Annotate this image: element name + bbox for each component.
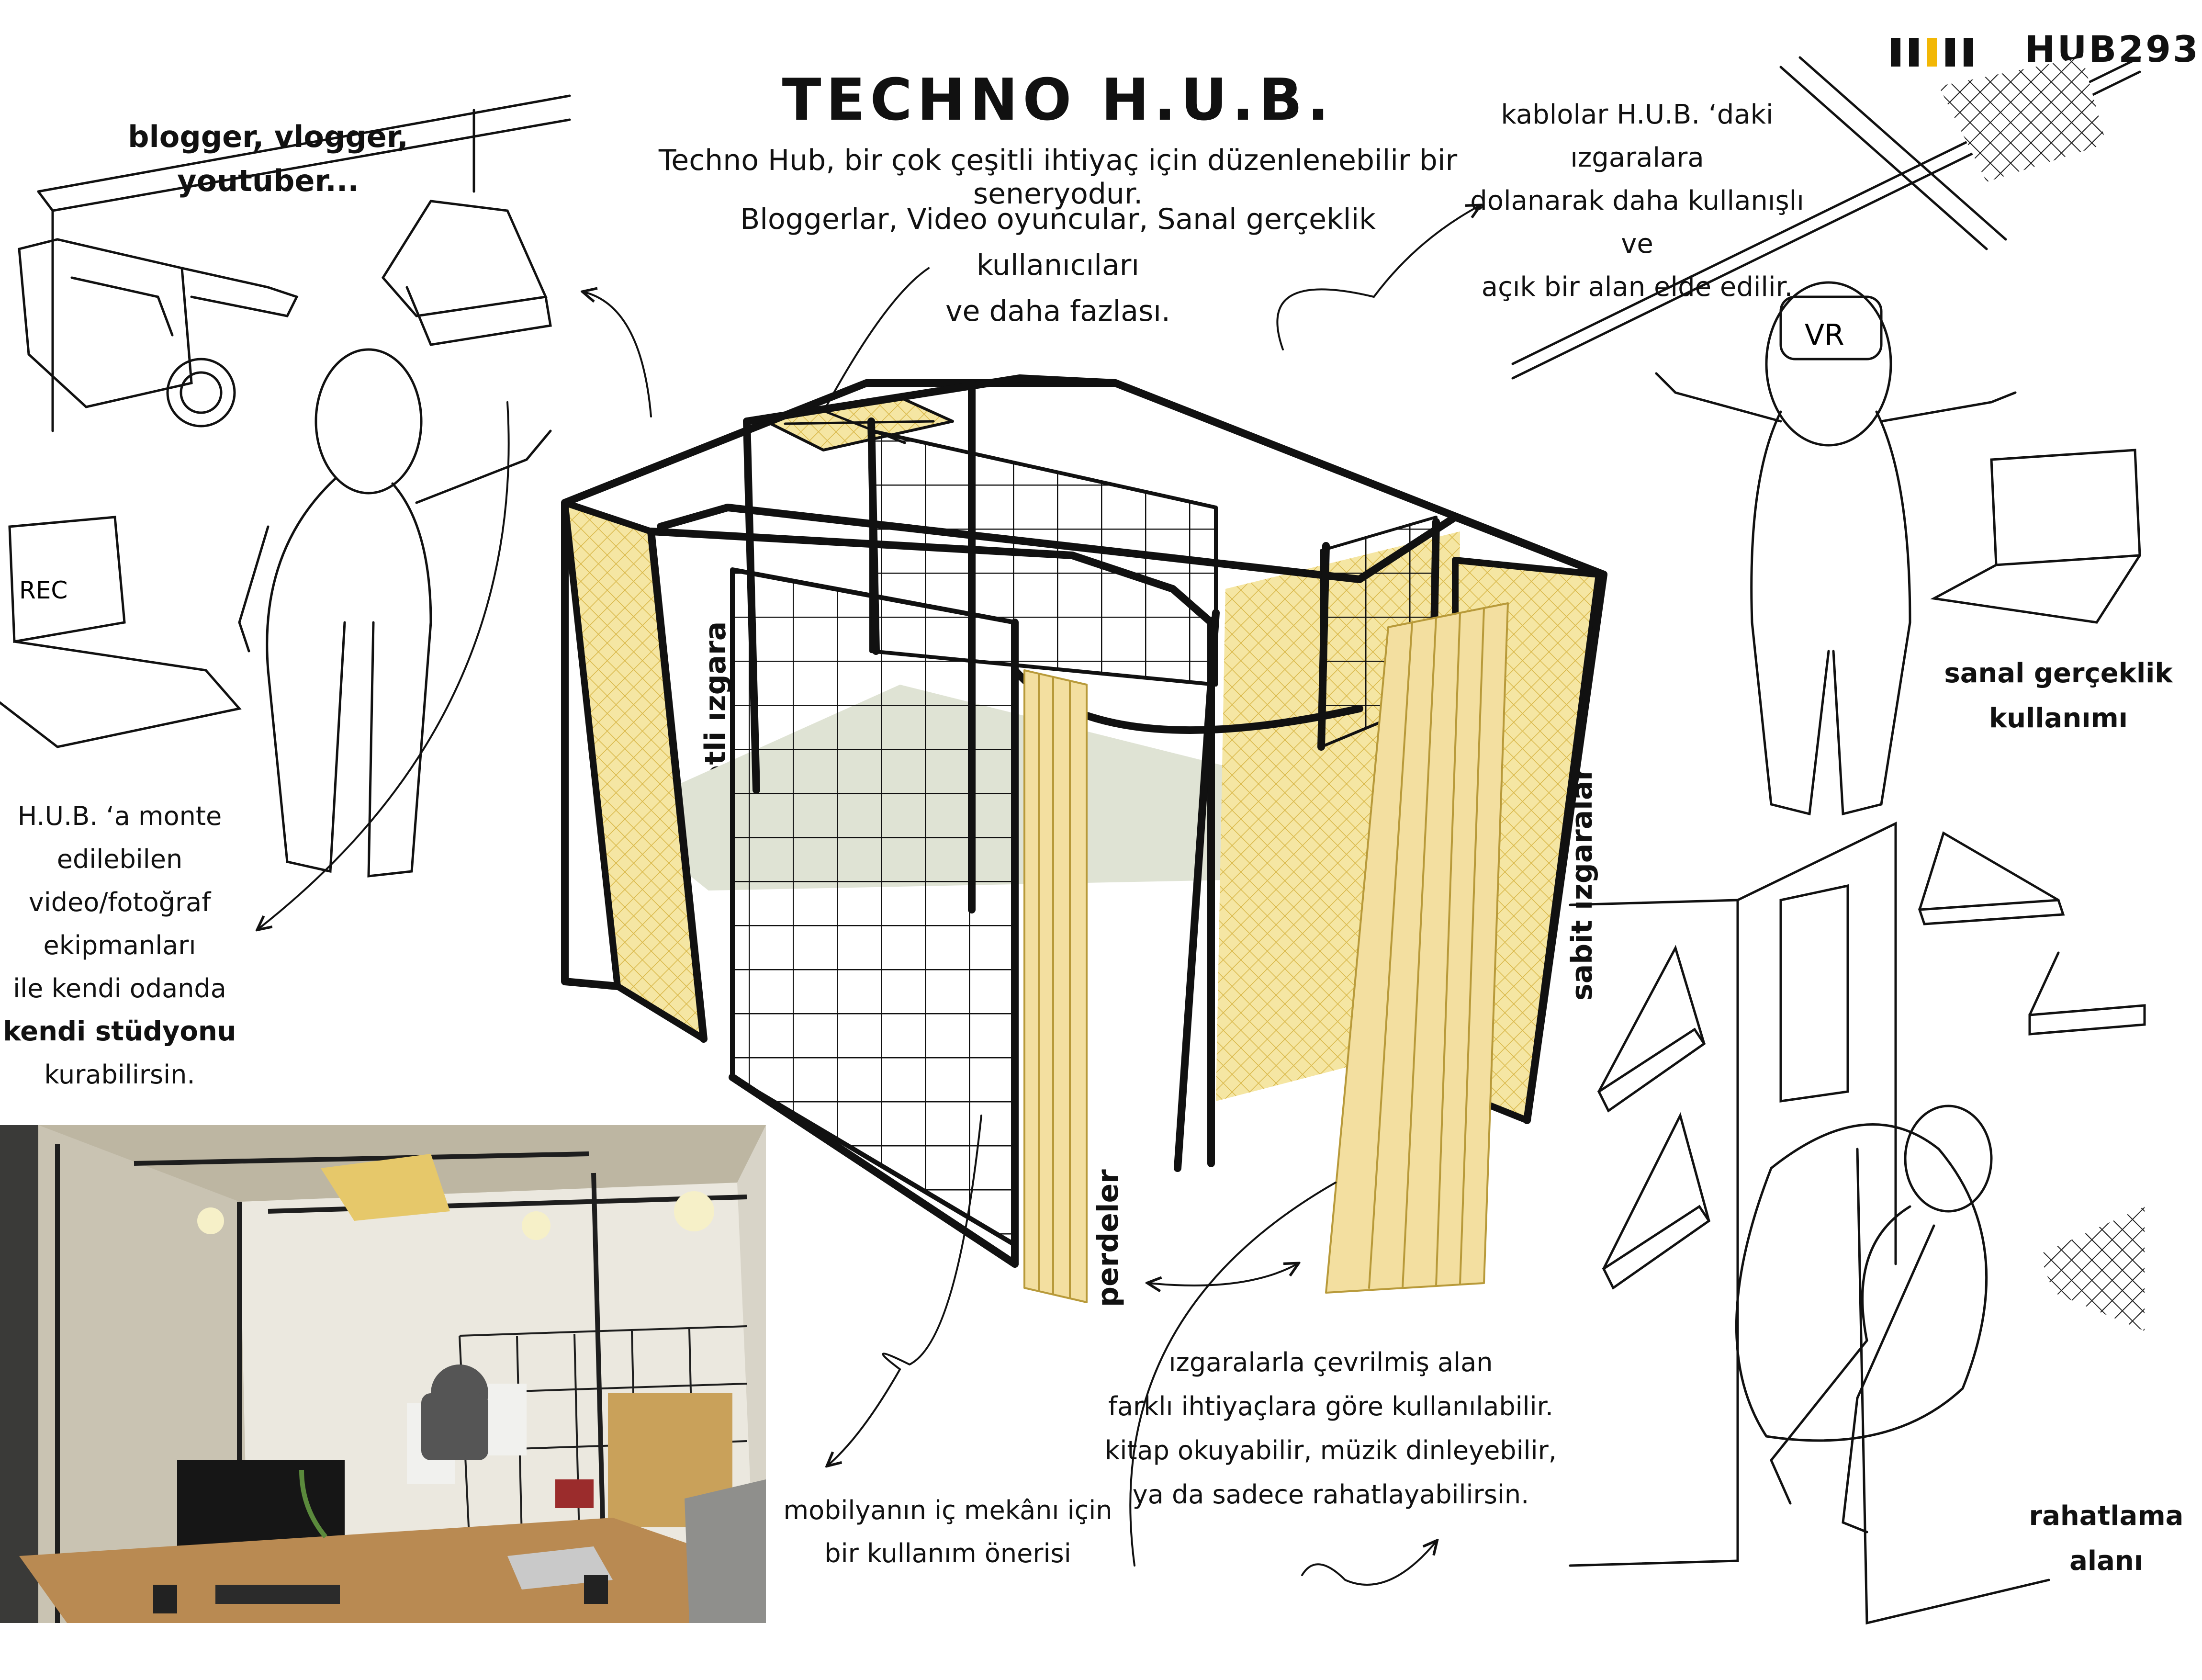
page-title: TECHNO H.U.B.: [782, 67, 1334, 134]
studio-sketch: [0, 94, 652, 929]
relax-area-label: rahatlama alanı: [2011, 1494, 2202, 1584]
studio-note-line-4: kendi stüdyonu: [3, 1016, 236, 1047]
blogger-heading: blogger, vlogger, youtuber...: [120, 115, 416, 203]
intro-line-1: Techno Hub, bir çok çeşitli ihtiyaç için…: [658, 144, 1458, 211]
hand-arrow: [258, 292, 652, 929]
studio-note-line-1: H.U.B. ‘a monte edilebilen: [17, 801, 222, 874]
frame-group: [561, 374, 1607, 1303]
interior-arrow: [828, 1115, 982, 1465]
curtain-arrow: [1149, 1264, 1297, 1285]
grid-note-line-4: ya da sadece rahatlayabilirsin.: [1132, 1479, 1529, 1510]
grid-note-line-2: farklı ihtiyaçlara göre kullanılabilir.: [1108, 1391, 1554, 1421]
studio-note: H.U.B. ‘a monte edilebilen video/fotoğra…: [0, 795, 287, 1096]
vr-usage-label: sanal gerçeklik kullanımı: [1924, 651, 2192, 741]
vr-sketch: [1276, 56, 2141, 816]
softbox-light-icon: [381, 109, 552, 346]
grid-note: ızgaralarla çevrilmiş alan farklı ihtiya…: [1101, 1341, 1561, 1517]
shelf-icon: [1597, 831, 2146, 1290]
cable-note-line-1: kablolar H.U.B. ‘daki ızgaralara: [1501, 99, 1774, 173]
vr-label-line-2: kullanımı: [1989, 703, 2128, 734]
vr-label-line-1: sanal gerçeklik: [1944, 658, 2173, 689]
intro-line-2: Bloggerlar, Video oyuncular, Sanal gerçe…: [740, 203, 1376, 282]
beanbag-person-sketch: [1735, 1105, 1993, 1533]
vr-text: VR: [1805, 318, 1844, 352]
laptop-sketch: [0, 516, 242, 748]
cable-note: kablolar H.U.B. ‘daki ızgaralara dolanar…: [1455, 93, 1819, 309]
intro-block: Bloggerlar, Video oyuncular, Sanal gerçe…: [708, 196, 1407, 334]
brand-mark-bars: [1891, 30, 1982, 71]
grid-note-line-1: ızgaralarla çevrilmiş alan: [1168, 1347, 1493, 1377]
rec-text: REC: [19, 576, 67, 604]
studio-note-line-5: kurabilirsin.: [44, 1060, 195, 1090]
poster-icon: [1779, 884, 1849, 1103]
interior-note-line-2: bir kullanım önerisi: [824, 1538, 1071, 1568]
vr-person-sketch: [1655, 281, 2017, 816]
video-camera-icon: [18, 238, 299, 428]
curtain-left: [1023, 669, 1088, 1303]
bar-icon: [1891, 38, 1900, 67]
relax-room-sketch: [1569, 822, 2146, 1625]
studio-note-line-3: ile kendi odanda: [13, 973, 226, 1003]
blogger-line-2: youtuber...: [177, 163, 359, 198]
interior-note: mobilyanın iç mekânı için bir kullanım ö…: [766, 1489, 1130, 1575]
grid-pointer-line: [1129, 1182, 1337, 1567]
intro-line-3: ve daha fazlası.: [945, 294, 1171, 328]
person-sketch: [238, 348, 552, 878]
bar-icon: [1909, 38, 1919, 67]
interior-render: [0, 1125, 766, 1623]
interior-note-line-1: mobilyanın iç mekânı için: [783, 1495, 1112, 1525]
grid-note-line-3: kitap okuyabilir, müzik dinleyebilir,: [1105, 1435, 1557, 1466]
left-mesh-panel: [562, 499, 707, 1042]
curtain-right: [1325, 602, 1509, 1294]
cable-note-line-3: açık bir alan elde edilir.: [1481, 271, 1793, 303]
blogger-line-1: blogger, vlogger,: [128, 119, 408, 154]
vr-laptop-sketch: [1930, 449, 2141, 624]
studio-note-line-2: video/fotoğraf ekipmanları: [28, 887, 211, 960]
pointer-line: [822, 267, 930, 413]
grid-note-arrow: [1301, 1542, 1436, 1586]
relax-label-line-2: alanı: [2069, 1545, 2143, 1577]
bar-icon: [1964, 38, 1973, 67]
bar-icon: [1945, 38, 1955, 67]
cable-note-line-2: dolanarak daha kullanışlı ve: [1470, 185, 1804, 259]
bar-icon-accent: [1927, 38, 1937, 67]
techno-hub-illustration: REC VR: [0, 56, 2146, 1625]
interior-render-drawing: [0, 1125, 766, 1623]
relax-label-line-1: rahatlama: [2029, 1500, 2184, 1532]
